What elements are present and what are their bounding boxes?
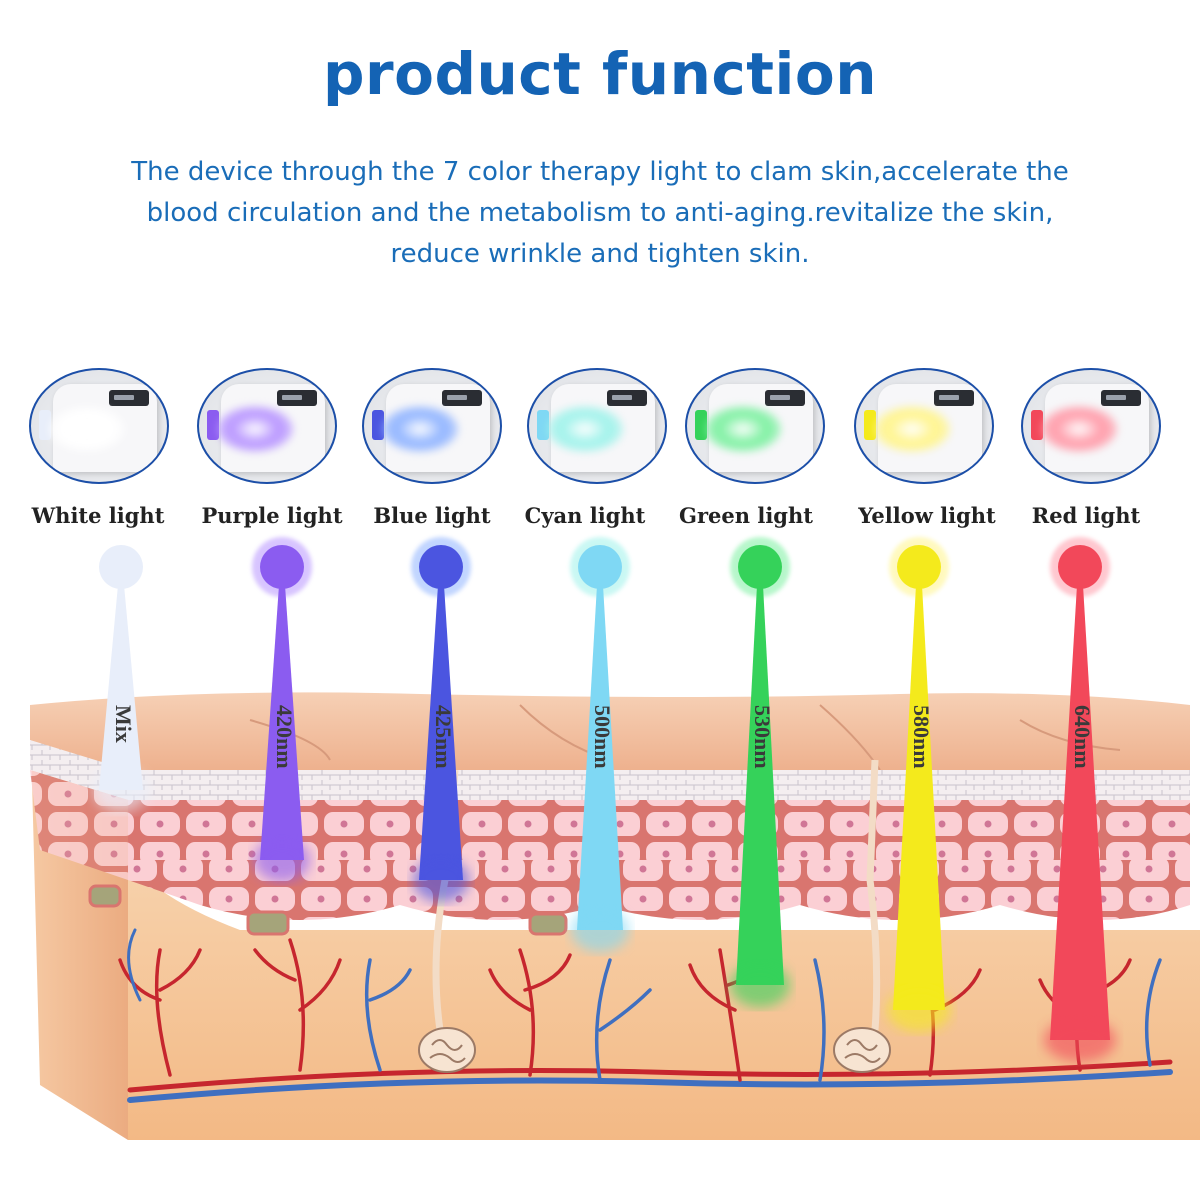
light-source-dot: [260, 545, 304, 589]
light-beam-fade: [887, 988, 951, 1032]
wavelength-label: 640nm: [1070, 705, 1095, 769]
white-light-lamp-image: [29, 368, 169, 484]
light-label-yellow: Yellow light: [858, 503, 996, 528]
melanocytes: [88, 884, 568, 936]
cyan-light-lamp-image: [527, 368, 667, 484]
light-beam-green: 530nm: [730, 537, 790, 1007]
light-beam-cyan: 500nm: [570, 537, 630, 952]
lamp-glow: [217, 406, 293, 452]
light-beam-fade: [1044, 1018, 1116, 1062]
light-beam-red: 640nm: [1044, 537, 1116, 1062]
purple-light-lamp-image: [197, 368, 337, 484]
lamp-edge: [537, 410, 549, 440]
light-beam-purple: 420nm: [252, 537, 312, 882]
light-beam-yellow: 580nm: [887, 537, 951, 1032]
sweat-glands: [418, 1027, 891, 1073]
yellow-light-lamp-image: [854, 368, 994, 484]
red-light-lamp-image: [1021, 368, 1161, 484]
light-beam-shape: [893, 585, 945, 1010]
wavelength-label: 580nm: [909, 705, 934, 769]
description-line: reduce wrinkle and tighten skin.: [390, 239, 810, 269]
light-beam-fade: [254, 838, 310, 882]
light-label-green: Green light: [679, 503, 813, 528]
lamp-edge: [1031, 410, 1043, 440]
wavelength-label: 500nm: [590, 705, 615, 769]
light-beam-shape: [1050, 585, 1110, 1040]
light-source-dot: [578, 545, 622, 589]
lamp-edge: [864, 410, 876, 440]
light-label-blue: Blue light: [373, 503, 491, 528]
light-beam-fade: [571, 908, 629, 952]
light-source-dot: [1058, 545, 1102, 589]
light-beam-shape: [419, 585, 463, 880]
light-beam-fade: [730, 963, 790, 1007]
light-beam-shape: [260, 585, 304, 860]
light-source-dot: [419, 545, 463, 589]
green-light-lamp-image: [685, 368, 825, 484]
light-source-dot: [99, 545, 143, 589]
wavelength-label: 530nm: [750, 705, 775, 769]
wavelength-label: 420nm: [272, 705, 297, 769]
lamp-edge: [695, 410, 707, 440]
lamp-edge: [39, 410, 51, 440]
lamp-glow: [705, 406, 781, 452]
light-label-red: Red light: [1031, 503, 1141, 528]
lamp-glow: [1041, 406, 1117, 452]
description-line: The device through the 7 color therapy l…: [131, 157, 1069, 187]
description: The device through the 7 color therapy l…: [60, 152, 1140, 275]
wavelength-label: 425nm: [431, 705, 456, 769]
light-beam-shape: [736, 585, 784, 985]
page-title: product function: [322, 40, 877, 108]
description-line: blood circulation and the metabolism to …: [146, 198, 1054, 228]
lamp-glow: [874, 406, 950, 452]
light-beam-shape: [99, 585, 143, 790]
blue-light-lamp-image: [362, 368, 502, 484]
light-beams: Mix 420nm 425nm 500nm 530nm 580nm 640nm: [91, 537, 1116, 1062]
light-label-white: White light: [31, 503, 165, 528]
lamp-glow: [382, 406, 458, 452]
light-source-dot: [738, 545, 782, 589]
light-beam-white: Mix: [91, 537, 151, 812]
lamp-glow: [547, 406, 623, 452]
light-beam-blue: 425nm: [411, 537, 471, 902]
lamp-edge: [207, 410, 219, 440]
light-beam-fade: [93, 768, 149, 812]
lamp-glow: [49, 406, 125, 452]
light-label-purple: Purple light: [201, 503, 343, 528]
lamp-edge: [372, 410, 384, 440]
light-beam-fade: [413, 858, 469, 902]
light-label-cyan: Cyan light: [524, 503, 646, 528]
light-source-dot: [897, 545, 941, 589]
light-beam-shape: [577, 585, 623, 930]
wavelength-label: Mix: [111, 705, 136, 743]
